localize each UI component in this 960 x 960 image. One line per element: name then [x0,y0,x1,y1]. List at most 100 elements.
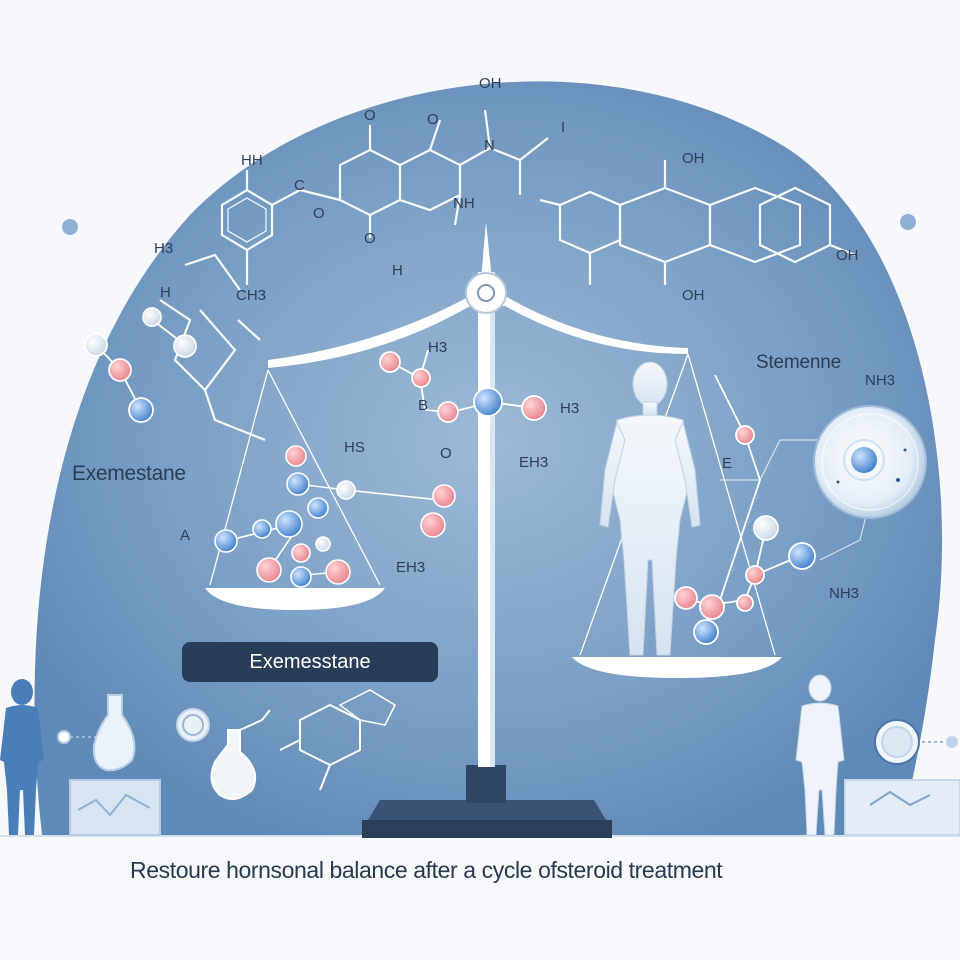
shape [420,512,446,538]
atoms-left-pan [214,445,456,588]
shape [539,198,561,207]
shape [829,243,856,257]
shape [256,557,282,583]
label-nh-mid: NH [453,195,475,212]
shape [736,594,754,612]
shape [489,146,521,162]
shape [674,420,701,528]
shape [946,736,958,748]
shape [851,447,877,473]
shape [0,705,44,835]
molecule-right [674,374,871,645]
shape [252,519,272,539]
shape [699,594,725,620]
label-h-scale2: H3 [560,400,579,417]
label-oh-top: OH [479,75,502,92]
label-o-ring2: O [313,205,325,222]
label-nh-right: NH3 [865,372,895,389]
drug-label-stemenne: Stemenne [756,352,842,373]
shape [299,703,361,767]
drug-label-exemestane: Exemestane [72,462,186,485]
shape [291,543,311,563]
label-o-ring1: O [364,107,376,124]
shape [437,401,459,423]
label-c-left: C [294,177,305,194]
shape [286,472,310,496]
label-o-ring3: O [364,230,376,247]
label-o-scale: O [440,445,452,462]
shape [572,657,782,678]
shape [521,395,547,421]
floor-strip [0,835,960,960]
drug-name-badge: Exemesstane [182,642,438,682]
shape [271,189,301,206]
lab-right [844,719,960,836]
label-h-left2: H [160,284,171,301]
shape [214,529,238,553]
label-eh-scale: EH3 [519,454,548,471]
cell-illustration [813,405,927,519]
label-nh-right2: NH3 [829,585,859,602]
orbit-dot-right [900,214,916,230]
shape [745,565,765,585]
shape [77,793,151,817]
shape [599,420,626,528]
shape [558,190,622,255]
molecule-center [379,349,547,423]
shape [477,284,495,302]
shape [379,351,401,373]
shape [632,361,668,407]
shape [319,764,331,791]
shape [714,374,761,601]
shape [315,536,331,552]
shape [490,272,495,767]
shape [720,439,820,481]
shape [307,497,329,519]
label-a-scale: A [180,527,190,544]
shape [182,714,204,736]
shape [693,619,719,645]
label-oh-right-mid: OH [682,287,705,304]
shape [459,147,491,166]
human-figure-center [599,361,701,656]
shape [57,730,71,744]
shape [821,413,919,511]
shape [299,188,341,202]
shape [239,709,271,731]
shape [795,702,845,836]
shape [466,765,506,803]
shape [285,445,307,467]
shape [453,194,462,226]
shape [368,800,606,820]
shape [519,137,549,161]
shape [473,387,503,417]
shape [642,401,658,417]
molecule-top [159,109,856,442]
badge-text: Exemesstane [249,650,371,673]
shape [203,389,266,442]
shape [428,119,442,151]
shape [481,222,492,280]
caption-text: Restoure hornsonal balance after a cycle… [130,857,723,883]
shape [325,559,351,585]
shape [176,708,210,742]
shape [173,334,197,358]
shape [843,439,885,481]
shape [399,148,462,212]
shape [483,109,492,149]
label-hh-left: HH [241,152,263,169]
shape [903,448,907,452]
lab-flask-center [176,689,396,800]
shape [808,674,832,702]
shape [159,299,237,392]
shape [896,478,900,482]
orbit-dot-left [62,219,78,235]
molecule-left [84,307,197,423]
shape [92,694,136,772]
shape [184,253,241,291]
label-e-right: E [722,455,732,472]
label-b: B [418,397,428,414]
label-n-top: N [484,137,495,154]
label-h3-left: H3 [154,240,173,257]
label-hs-scale: HS [344,439,365,456]
